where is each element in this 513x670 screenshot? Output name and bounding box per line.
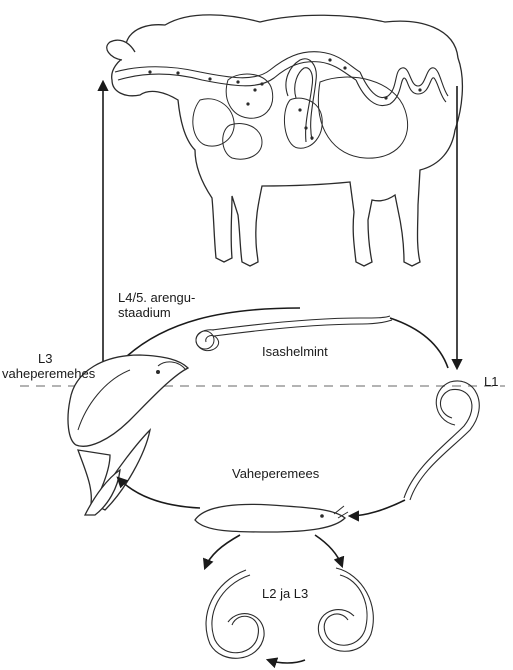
label-l45-stage-line1: L4/5. arengu- <box>118 290 195 305</box>
cycle-arc-bottom-right <box>315 535 342 566</box>
label-l2-l3: L2 ja L3 <box>262 586 308 601</box>
l2-l3-larvae <box>206 568 373 658</box>
l1-larva <box>404 381 479 500</box>
cycle-arc-bottom-left <box>205 535 240 568</box>
slug-intermediate-host <box>195 504 348 532</box>
label-l45-stage-line2: staadium <box>118 305 171 320</box>
sheep-illustration <box>107 15 463 266</box>
label-intermediate-host: Vaheperemees <box>232 466 319 481</box>
label-l3-line2: vaheperemehes <box>2 366 95 381</box>
label-l3-line1: L3 <box>38 351 52 366</box>
cycle-arc-lower-left <box>118 478 200 508</box>
label-l1: L1 <box>484 374 498 389</box>
label-adult-worm: Isashelmint <box>262 344 328 359</box>
cycle-arc-lower-right <box>350 500 405 516</box>
cycle-arc-upper-right <box>390 318 448 368</box>
cycle-arc-bottom <box>268 660 305 663</box>
